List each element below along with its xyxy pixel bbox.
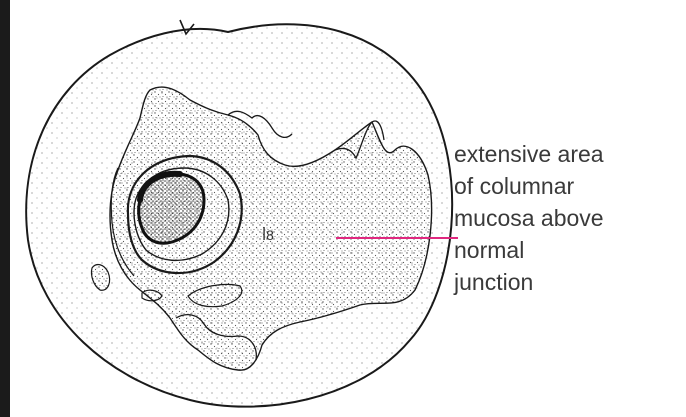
annotation-line-2: of columnar bbox=[454, 170, 679, 202]
annotation-label: extensive area of columnar mucosa above … bbox=[454, 138, 679, 298]
annotation-line-1: extensive area bbox=[454, 138, 679, 170]
annotation-line-4: normal bbox=[454, 234, 679, 266]
annotation-line-5: junction bbox=[454, 266, 679, 298]
annotation-line-3: mucosa above bbox=[454, 202, 679, 234]
centre-marking: ꟾ8 bbox=[262, 227, 274, 243]
